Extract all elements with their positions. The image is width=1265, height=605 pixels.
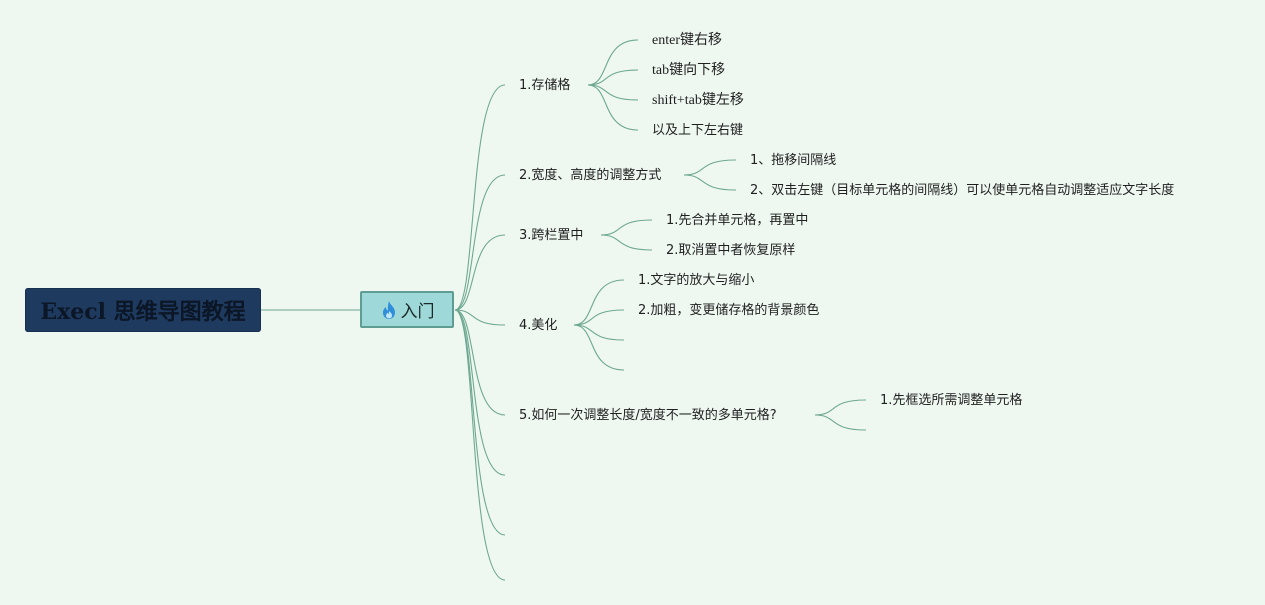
leaf-link bbox=[814, 399, 867, 416]
branch-link bbox=[454, 234, 506, 311]
leaf-link bbox=[683, 174, 737, 191]
leaf-link bbox=[600, 219, 653, 236]
leaf-label[interactable]: tab键向下移 bbox=[652, 63, 726, 78]
branch-label[interactable]: 3.跨栏置中 bbox=[519, 228, 584, 243]
branch-label[interactable]: 4.美化 bbox=[519, 318, 558, 333]
leaf-link bbox=[573, 324, 625, 341]
hub-label: 入门 bbox=[400, 302, 435, 322]
branch-link bbox=[454, 174, 506, 311]
leaf-label[interactable]: shift+tab键左移 bbox=[652, 93, 744, 108]
leaf-label[interactable]: 2.取消置中者恢复原样 bbox=[666, 243, 796, 258]
leaf-label[interactable]: 1.文字的放大与缩小 bbox=[638, 273, 755, 288]
fire-icon bbox=[380, 300, 398, 320]
branch-link bbox=[454, 309, 506, 581]
leaf-link bbox=[587, 39, 639, 86]
leaf-label[interactable]: 1.先合并单元格，再置中 bbox=[666, 213, 809, 228]
leaf-label[interactable]: 2.加粗，变更储存格的背景颜色 bbox=[638, 303, 820, 318]
leaf-link bbox=[587, 84, 639, 101]
leaf-link bbox=[573, 324, 625, 371]
leaf-link bbox=[600, 234, 653, 251]
leaf-label[interactable]: 以及上下左右键 bbox=[652, 123, 744, 138]
leaf-link bbox=[587, 84, 639, 131]
leaf-link bbox=[587, 69, 639, 86]
leaf-link bbox=[683, 159, 737, 176]
leaf-label[interactable]: 1、拖移间隔线 bbox=[750, 153, 837, 168]
branch-link bbox=[454, 309, 506, 326]
leaf-label[interactable]: 2、双击左键（目标单元格的间隔线）可以使单元格自动调整适应文字长度 bbox=[750, 183, 1175, 198]
leaf-label[interactable]: 1.先框选所需调整单元格 bbox=[880, 393, 1023, 408]
branch-label[interactable]: 5.如何一次调整长度/宽度不一致的多单元格? bbox=[519, 408, 777, 423]
branch-link bbox=[454, 84, 506, 311]
leaf-label[interactable]: enter键右移 bbox=[652, 33, 722, 48]
leaf-link bbox=[814, 414, 867, 431]
root-title: Execl 思维导图教程 bbox=[40, 299, 246, 325]
branch-label[interactable]: 2.宽度、高度的调整方式 bbox=[519, 168, 662, 183]
leaf-link bbox=[573, 309, 625, 326]
leaf-link bbox=[573, 279, 625, 326]
branch-link bbox=[454, 309, 506, 416]
root-node[interactable]: Execl 思维导图教程 bbox=[25, 288, 261, 332]
hub-node[interactable]: 入门 bbox=[360, 291, 454, 328]
branch-link bbox=[454, 309, 506, 476]
branch-label[interactable]: 1.存储格 bbox=[519, 78, 571, 93]
